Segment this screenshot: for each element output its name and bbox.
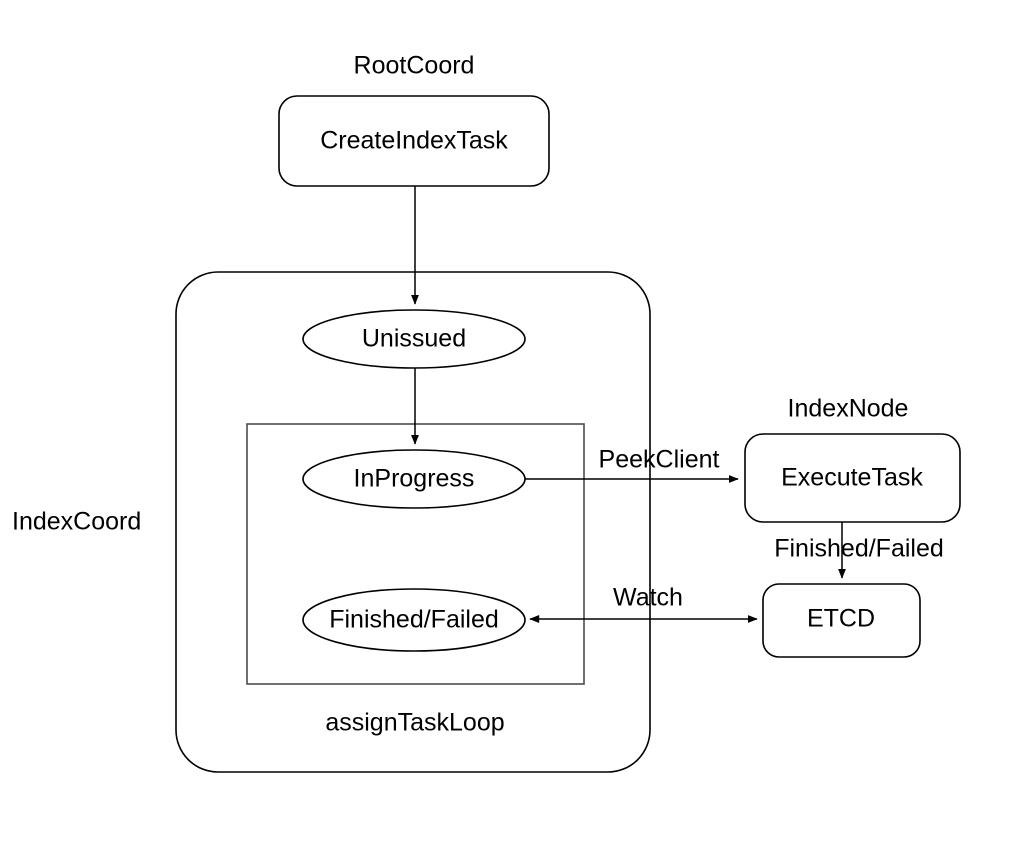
group-label-indexcoord: IndexCoord [12, 508, 141, 536]
edge-label-watch: Watch [613, 584, 683, 612]
group-label-assigntaskloop: assignTaskLoop [325, 709, 504, 737]
group-label-indexnode: IndexNode [788, 395, 909, 423]
node-shape-finished-failed-state [302, 588, 526, 652]
node-etcd[interactable]: ETCD [762, 583, 921, 658]
node-shape-execute-task [744, 433, 961, 523]
node-create-index-task[interactable]: CreateIndexTask [278, 95, 550, 187]
node-label-finished-failed-state: Finished/Failed [329, 606, 499, 634]
node-unissued[interactable]: Unissued [302, 309, 526, 369]
node-label-unissued: Unissued [362, 325, 466, 353]
node-shape-in-progress [302, 449, 526, 509]
node-finished-failed-state[interactable]: Finished/Failed [302, 588, 526, 652]
node-label-etcd: ETCD [807, 605, 875, 633]
node-shape-etcd [762, 583, 921, 658]
edge-label-finished-failed: Finished/Failed [774, 535, 944, 563]
group-label-rootcoord: RootCoord [354, 52, 475, 80]
node-in-progress[interactable]: InProgress [302, 449, 526, 509]
node-label-execute-task: ExecuteTask [781, 464, 923, 492]
group-container-indexcoord [175, 271, 651, 773]
node-label-in-progress: InProgress [354, 465, 475, 493]
node-shape-unissued [302, 309, 526, 369]
edge-label-peekclient: PeekClient [599, 446, 720, 474]
node-execute-task[interactable]: ExecuteTask [744, 433, 961, 523]
node-label-create-index-task: CreateIndexTask [320, 127, 508, 155]
node-shape-create-index-task [278, 95, 550, 187]
